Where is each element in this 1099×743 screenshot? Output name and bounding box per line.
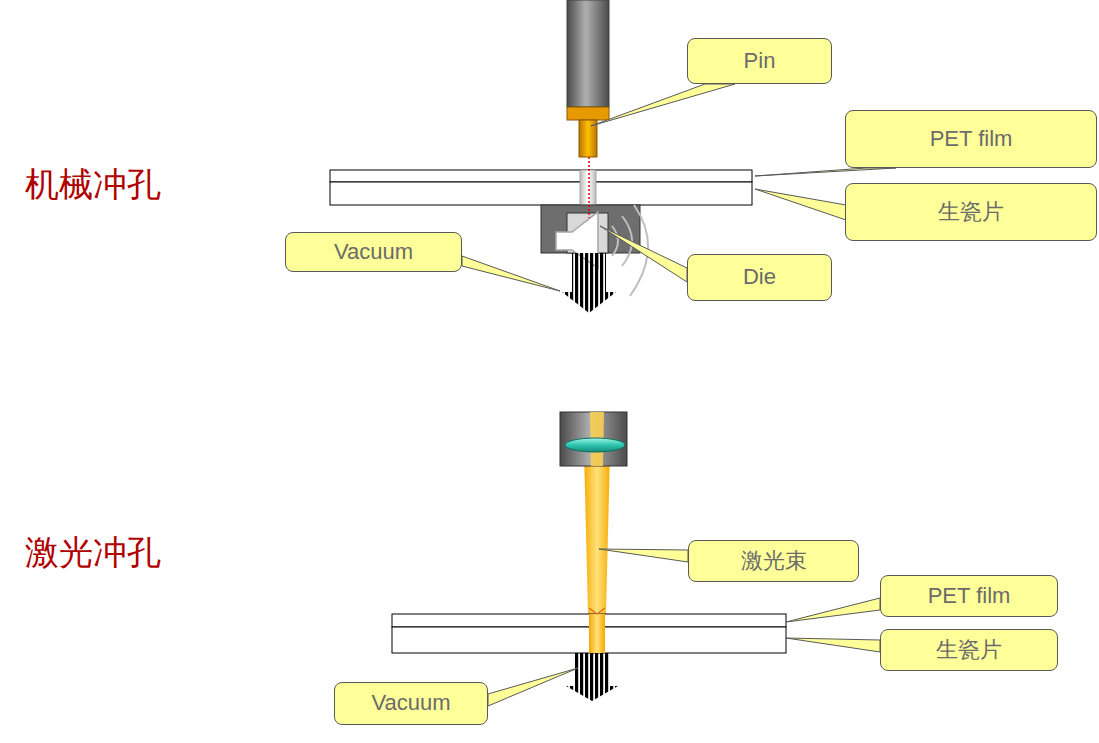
lens-holder bbox=[560, 412, 627, 466]
callout-box: PET film bbox=[880, 575, 1058, 617]
vacuum-arrow bbox=[562, 253, 616, 313]
callout-pointer bbox=[488, 668, 578, 706]
callout-box: Vacuum bbox=[285, 232, 462, 272]
callout-text: 激光束 bbox=[741, 549, 807, 573]
callout-text: Vacuum bbox=[371, 691, 450, 715]
sound-wave bbox=[612, 226, 618, 256]
callout-pointer bbox=[786, 638, 880, 652]
callout-box: Vacuum bbox=[334, 682, 488, 725]
callout-pointer bbox=[755, 168, 896, 176]
pet-film bbox=[330, 170, 752, 182]
focus-lens bbox=[565, 438, 625, 452]
callout-pointer bbox=[755, 189, 846, 220]
callout-text: Vacuum bbox=[334, 240, 413, 264]
callout-pointer bbox=[462, 256, 560, 291]
callout-text: 生瓷片 bbox=[938, 200, 1004, 224]
callout-box: Die bbox=[687, 254, 832, 301]
callout-box: 生瓷片 bbox=[845, 183, 1097, 241]
callout-text: 生瓷片 bbox=[936, 638, 1002, 662]
callout-box: 生瓷片 bbox=[880, 629, 1058, 671]
callout-text: Pin bbox=[744, 49, 776, 73]
section-heading: 机械冲孔 bbox=[25, 166, 161, 203]
callout-pointer bbox=[599, 549, 688, 562]
callout-pointer bbox=[591, 84, 735, 126]
callout-text: PET film bbox=[928, 584, 1011, 608]
green-sheet bbox=[330, 182, 752, 205]
laser-spark bbox=[589, 608, 605, 614]
laser-beam bbox=[589, 614, 605, 653]
pin-collar bbox=[567, 107, 609, 120]
callout-text: Die bbox=[743, 265, 776, 289]
punched-slug bbox=[580, 170, 596, 205]
callout-box: PET film bbox=[845, 110, 1097, 168]
section-heading: 激光冲孔 bbox=[25, 534, 161, 571]
callout-text: PET film bbox=[930, 127, 1013, 151]
callout-box: Pin bbox=[687, 38, 832, 84]
pin-holder bbox=[567, 0, 609, 107]
callout-pointer bbox=[600, 226, 687, 282]
callout-box: 激光束 bbox=[688, 540, 859, 582]
callout-pointer bbox=[786, 598, 880, 622]
vacuum-arrow bbox=[566, 653, 618, 701]
punch-direction bbox=[588, 157, 590, 218]
